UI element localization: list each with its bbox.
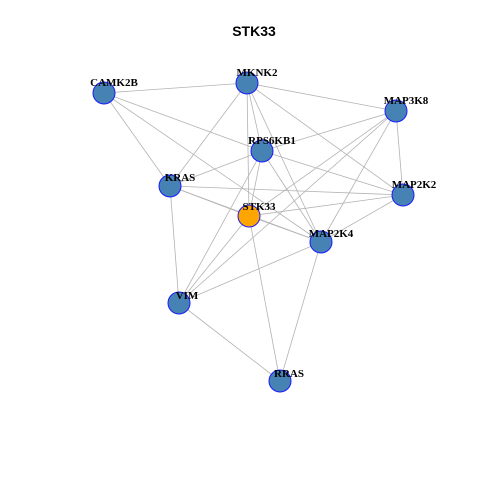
edge-rps6kb1-vim (178, 150, 263, 304)
node-stk33[interactable]: STK33 (237, 201, 276, 228)
edge-mknk2-map2k2 (246, 82, 404, 196)
edge-mknk2-kras (169, 82, 248, 187)
node-label: STK33 (242, 201, 276, 213)
edge-map3k8-map2k2 (395, 110, 404, 196)
edge-camk2b-mknk2 (103, 82, 248, 94)
node-circle[interactable] (158, 174, 182, 198)
node-camk2b[interactable]: CAMK2B (90, 77, 138, 105)
edge-mknk2-map2k4 (246, 82, 322, 243)
edge-camk2b-kras (103, 92, 171, 187)
node-label: MAP2K2 (392, 179, 437, 191)
node-circle[interactable] (237, 204, 261, 228)
edge-camk2b-map2k4 (103, 92, 322, 243)
edge-stk33-map2k4 (248, 215, 322, 243)
node-kras[interactable]: KRAS (158, 172, 196, 198)
edge-stk33-rras (248, 215, 281, 382)
edge-layer (103, 82, 404, 382)
node-circle[interactable] (235, 71, 259, 95)
edge-stk33-map2k2 (248, 194, 404, 217)
edge-vim-rras (178, 302, 281, 382)
node-vim[interactable]: VIM (167, 290, 199, 315)
node-label: VIM (176, 290, 199, 302)
edge-mknk2-map3k8 (246, 82, 397, 112)
edge-map2k2-map2k4 (320, 194, 404, 243)
edge-map3k8-map2k4 (320, 110, 397, 243)
edge-map3k8-stk33 (248, 110, 397, 217)
node-map2k4[interactable]: MAP2K4 (309, 228, 354, 254)
node-rps6kb1[interactable]: RPS6KB1 (248, 135, 296, 163)
node-circle[interactable] (384, 99, 408, 123)
edge-kras-vim (169, 185, 180, 304)
edge-kras-map2k2 (169, 185, 404, 196)
node-label: MAP2K4 (309, 228, 354, 240)
node-label: RPS6KB1 (248, 135, 296, 147)
node-map3k8[interactable]: MAP3K8 (384, 95, 429, 123)
edge-map2k4-rras (279, 241, 322, 382)
edge-rps6kb1-map2k2 (261, 150, 404, 196)
node-label: MAP3K8 (384, 95, 429, 107)
edge-map3k8-rps6kb1 (261, 110, 397, 152)
edge-stk33-vim (178, 215, 250, 304)
edge-mknk2-stk33 (246, 82, 250, 217)
edge-mknk2-rps6kb1 (246, 82, 263, 152)
edge-rps6kb1-kras (169, 150, 263, 187)
node-mknk2[interactable]: MKNK2 (235, 67, 278, 95)
diagram-title: STK33 (232, 23, 276, 39)
node-circle[interactable] (92, 81, 116, 105)
edge-map3k8-vim (178, 110, 397, 304)
node-circle[interactable] (391, 183, 415, 207)
edge-rps6kb1-map2k4 (261, 150, 322, 243)
edge-camk2b-rps6kb1 (103, 92, 263, 152)
node-label: RRAS (274, 368, 304, 380)
node-map2k2[interactable]: MAP2K2 (391, 179, 437, 207)
node-rras[interactable]: RRAS (268, 368, 304, 393)
node-circle[interactable] (268, 369, 292, 393)
node-circle[interactable] (167, 291, 191, 315)
node-label: MKNK2 (237, 67, 278, 79)
node-circle[interactable] (250, 139, 274, 163)
node-circle[interactable] (309, 230, 333, 254)
edge-map2k4-vim (178, 241, 322, 304)
node-label: CAMK2B (90, 77, 138, 89)
node-label: KRAS (165, 172, 196, 184)
